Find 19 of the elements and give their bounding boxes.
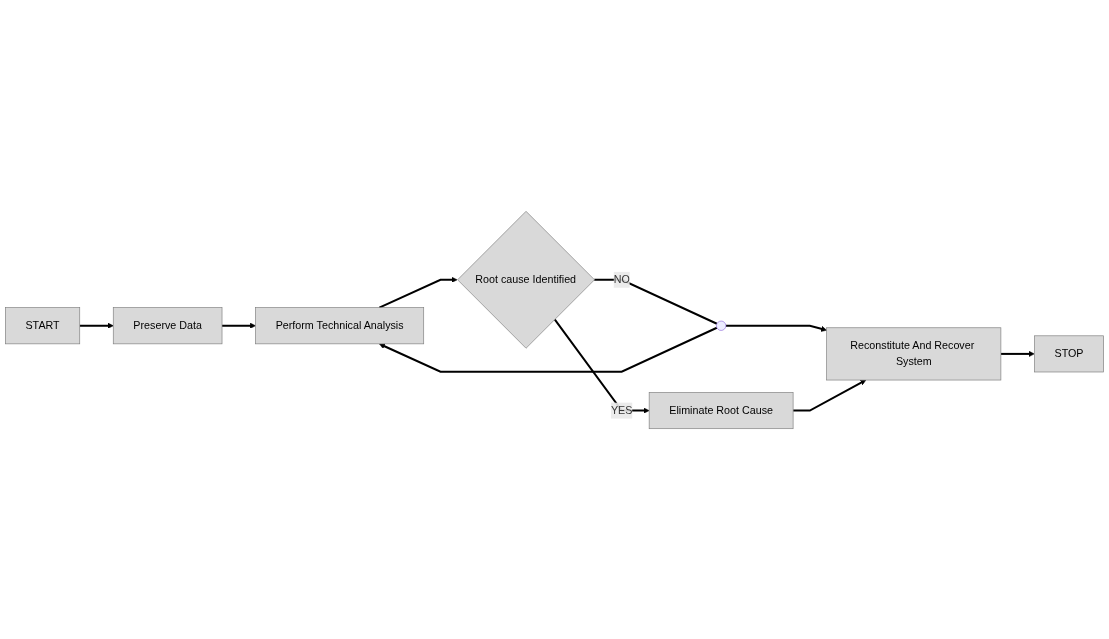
node-box: STOP [1034, 334, 1104, 372]
arrow [725, 324, 827, 332]
edge-label: YES [610, 404, 633, 416]
node-box: Reconstitute And Recover System [826, 326, 1002, 380]
connector [594, 278, 718, 325]
arrow [379, 326, 718, 373]
arrow [553, 318, 650, 414]
node-box: START [5, 306, 81, 344]
arrow [378, 276, 458, 309]
node-circle [716, 320, 727, 331]
edge-label: NO [613, 273, 630, 285]
node-diamond: Root cause Identified [457, 210, 595, 349]
node-box: Eliminate Root Cause [648, 391, 794, 429]
node-box: Perform Technical Analysis [255, 306, 425, 344]
arrow [79, 322, 114, 329]
node-box: Preserve Data [112, 306, 223, 344]
arrow [793, 379, 867, 412]
arrow [1000, 350, 1035, 357]
arrow [222, 322, 256, 329]
